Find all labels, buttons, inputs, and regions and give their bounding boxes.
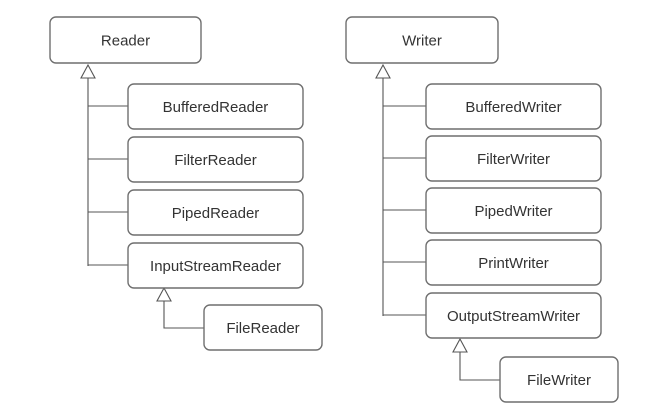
bufferedreader-box: BufferedReader xyxy=(127,83,304,130)
pipedreader-box: PipedReader xyxy=(127,189,304,236)
pipedwriter-label: PipedWriter xyxy=(474,203,552,220)
filewriter-box: FileWriter xyxy=(499,356,619,403)
writer-root-box: Writer xyxy=(345,16,499,64)
outputstreamwriter-label: OutputStreamWriter xyxy=(447,308,580,325)
reader-inheritance-arrowhead xyxy=(80,63,96,79)
filereader-box: FileReader xyxy=(203,304,323,351)
bufferedwriter-box: BufferedWriter xyxy=(425,83,602,130)
filterwriter-box: FilterWriter xyxy=(425,135,602,182)
filewriter-label: FileWriter xyxy=(527,372,591,389)
reader-root-box: Reader xyxy=(49,16,202,64)
bufferedreader-label: BufferedReader xyxy=(163,99,269,116)
reader-root-label: Reader xyxy=(101,33,150,50)
pipedreader-label: PipedReader xyxy=(172,205,260,222)
printwriter-label: PrintWriter xyxy=(478,255,549,272)
filereader-label: FileReader xyxy=(226,320,299,337)
bufferedwriter-label: BufferedWriter xyxy=(465,99,561,116)
pipedwriter-box: PipedWriter xyxy=(425,187,602,234)
filterreader-box: FilterReader xyxy=(127,136,304,183)
outputstreamwriter-inheritance-arrowhead xyxy=(452,337,468,353)
outputstreamwriter-subclass-connector xyxy=(459,351,500,381)
writer-hierarchy: Writer BufferedWriter FilterWriter Piped… xyxy=(345,16,619,403)
inputstreamreader-subclass-connector xyxy=(163,300,204,329)
reader-hierarchy: Reader BufferedReader FilterReader Piped… xyxy=(49,16,323,351)
inputstreamreader-box: InputStreamReader xyxy=(127,242,304,289)
inputstreamreader-inheritance-arrowhead xyxy=(156,286,172,302)
inputstreamreader-label: InputStreamReader xyxy=(150,258,281,275)
filterwriter-label: FilterWriter xyxy=(477,151,550,168)
writer-inheritance-arrowhead xyxy=(375,63,391,79)
printwriter-box: PrintWriter xyxy=(425,239,602,286)
writer-root-label: Writer xyxy=(402,33,442,50)
outputstreamwriter-box: OutputStreamWriter xyxy=(425,292,602,339)
filterreader-label: FilterReader xyxy=(174,152,257,169)
